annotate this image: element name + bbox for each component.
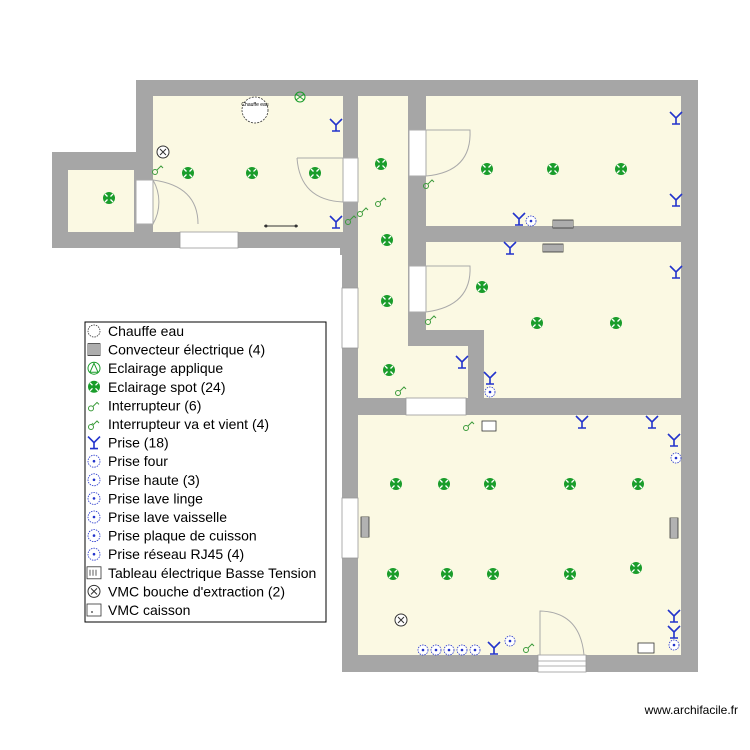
spot-light (546, 162, 560, 176)
spot-light (380, 294, 394, 308)
legend-item-label: Eclairage spot (24) (108, 379, 226, 395)
legend-item-label: Prise lave vaisselle (108, 509, 227, 525)
eclairage-spot-icon (87, 380, 101, 394)
spot-light (486, 567, 500, 581)
spot-light (475, 280, 489, 294)
bottom-room (358, 415, 681, 655)
electrical-panel (481, 420, 655, 654)
doors (135, 129, 585, 656)
spot-light (382, 363, 396, 377)
vmc-bouche (156, 145, 408, 627)
legend-item-label: Interrupteur (6) (108, 397, 201, 413)
convecteur-icon (87, 343, 101, 357)
eclairage-applique-icon (87, 361, 101, 375)
water-heater-label: Chauffe eau (241, 102, 268, 108)
spot-light (181, 166, 195, 180)
chauffe-eau-icon (87, 324, 101, 338)
spot-light (563, 477, 577, 491)
spot-light (440, 567, 454, 581)
legend-item-label: VMC caisson (108, 602, 190, 618)
legend-item-label: Chauffe eau (108, 323, 184, 339)
spot-light (374, 157, 388, 171)
windows (179, 231, 587, 673)
spot-light (614, 162, 628, 176)
legend-item-label: Interrupteur va et vient (4) (108, 416, 269, 432)
spot-light (437, 477, 451, 491)
interrupteur-va-et-vient-icon (88, 420, 100, 430)
vmc-bouche-icon (87, 584, 101, 598)
legend-item-label: Prise haute (3) (108, 472, 200, 488)
spot-light (609, 316, 623, 330)
legend-item-label: Tableau électrique Basse Tension (108, 565, 316, 581)
tableau-icon (86, 566, 102, 580)
small-room (68, 170, 134, 232)
watermark: www.archifacile.fr (644, 703, 738, 717)
prise-lave-vaisselle-icon (87, 510, 101, 524)
spot-light (631, 477, 645, 491)
prise-lave-linge-icon (87, 491, 101, 505)
room-floors (68, 96, 681, 655)
legend-item-label: Prise réseau RJ45 (4) (108, 546, 244, 562)
legend-item-label: VMC bouche d'extraction (2) (108, 583, 285, 599)
water-heater: Chauffe eau (241, 96, 269, 124)
spot-light (563, 567, 577, 581)
wall-light (294, 91, 306, 103)
spot-light (308, 166, 322, 180)
legend-item-label: Prise four (108, 453, 168, 469)
radiators (264, 219, 679, 539)
prise-haute-icon (87, 473, 101, 487)
top-right-room (426, 96, 681, 226)
spot-light (389, 477, 403, 491)
spot-light (386, 567, 400, 581)
lights (102, 91, 645, 581)
spot-light (480, 162, 494, 176)
spot-light (245, 166, 259, 180)
prise-four-icon (87, 454, 101, 468)
legend-item-label: Convecteur électrique (4) (108, 342, 265, 358)
legend-item-label: Eclairage applique (108, 360, 223, 376)
spot-light (629, 561, 643, 575)
spot-light (102, 191, 116, 205)
spot-light (380, 233, 394, 247)
spot-light (530, 316, 544, 330)
prise-plaque-icon (87, 529, 101, 542)
corridor (358, 96, 408, 398)
vmc-caisson-icon (86, 603, 102, 617)
spot-light (483, 477, 497, 491)
legend-item-label: Prise plaque de cuisson (108, 528, 257, 544)
legend-item-label: Prise lave linge (108, 490, 203, 506)
legend-item-label: Prise (18) (108, 435, 169, 451)
prise-rj45-icon (87, 547, 101, 561)
